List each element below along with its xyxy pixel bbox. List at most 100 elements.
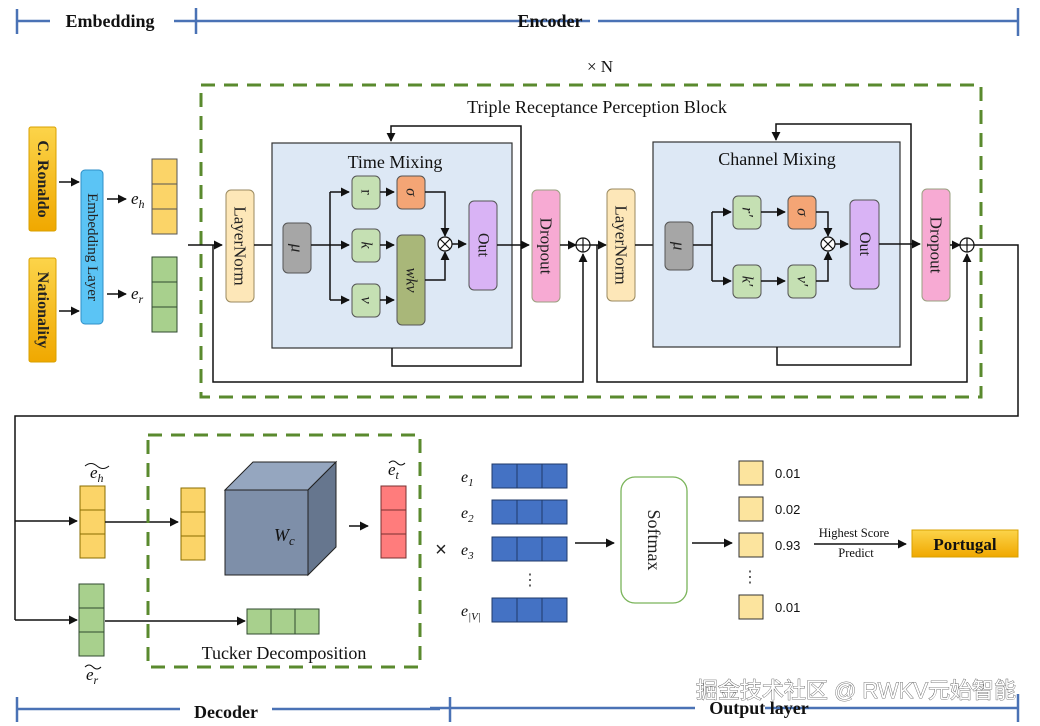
tilde-eh: [84, 463, 110, 469]
embedding-section-rule: Embedding: [15, 8, 590, 34]
entity-vdots: ⋮: [522, 572, 538, 589]
decoder-section-rule: Decoder: [15, 697, 452, 722]
watermark-text: 掘金技术社区 @ RWKV元始智能: [696, 678, 1016, 703]
channel-out-box: Out: [849, 199, 880, 290]
time-mixing-title: Time Mixing: [348, 152, 443, 172]
score-value: 0.93: [775, 538, 800, 553]
vector-cell: [491, 536, 518, 562]
core-tensor-cube: Wc: [223, 460, 338, 577]
score-cell: [738, 460, 764, 486]
vector-cell: [78, 583, 105, 609]
time-r-box: r: [351, 175, 381, 210]
channel-r-label: r′: [739, 207, 756, 217]
decoder-er-label: er: [86, 665, 99, 687]
core-tensor-label: Wc: [274, 525, 295, 548]
dropout-1-label: Dropout: [537, 218, 556, 275]
vector-cell: [491, 597, 518, 623]
time-wkv-label: wkv: [403, 268, 420, 294]
tucker-eh-vector: [180, 487, 206, 561]
entity-label: e1: [461, 469, 474, 489]
repeat-n-label: × N: [587, 57, 613, 76]
relation-embedding-label: er: [131, 284, 144, 306]
output-section-rule: Output layer: [430, 694, 1020, 722]
relation-box: Nationality: [28, 257, 57, 363]
encoder-section-label: Encoder: [518, 11, 583, 31]
dropout-2-label: Dropout: [927, 217, 946, 274]
vector-cell: [151, 183, 178, 210]
layernorm-2-label: LayerNorm: [612, 205, 631, 284]
embedding-layer-box: Embedding Layer: [80, 169, 104, 325]
vector-cell: [294, 608, 320, 635]
layernorm-1-box: LayerNorm: [225, 189, 255, 303]
head-entity-label: C. Ronaldo: [34, 140, 51, 217]
time-r-label: r: [358, 189, 375, 195]
channel-sigma-label: σ: [794, 208, 811, 217]
vector-cell: [516, 536, 543, 562]
time-multiply-node: [437, 236, 453, 252]
vector-cell: [180, 487, 206, 513]
decoder-et-label: et: [388, 460, 400, 482]
decoder-eh-label: eh: [90, 463, 104, 485]
entity-row: e3: [461, 536, 568, 562]
head-embedding-label: eh: [131, 189, 145, 211]
vector-cell: [78, 631, 105, 657]
vector-cell: [541, 499, 568, 525]
prediction-label: Portugal: [933, 535, 997, 554]
score-row: 0.01: [738, 460, 800, 486]
score-cell: [738, 532, 764, 558]
vector-cell: [151, 306, 178, 333]
predict-label: Predict: [838, 546, 874, 560]
entity-label: e2: [461, 505, 474, 525]
vector-cell: [79, 509, 106, 535]
relation-label: Nationality: [34, 272, 51, 348]
vector-cell: [180, 511, 206, 537]
vector-cell: [380, 485, 407, 511]
time-out-label: Out: [475, 233, 492, 258]
decoder-eh-vector: [79, 485, 106, 559]
dropout-2-box: Dropout: [921, 188, 951, 302]
entity-label: e3: [461, 542, 474, 562]
layernorm-2-box: LayerNorm: [606, 188, 636, 302]
vector-cell: [491, 463, 518, 489]
score-vdots: ⋮: [742, 569, 758, 586]
tucker-title: Tucker Decomposition: [202, 643, 367, 663]
vector-cell: [151, 281, 178, 308]
softmax-box: Softmax: [620, 476, 688, 604]
score-cell: [738, 594, 764, 620]
channel-k-label: k′: [739, 276, 756, 287]
time-v-label: v: [358, 296, 375, 304]
vector-cell: [380, 533, 407, 559]
score-value: 0.01: [775, 600, 800, 615]
vector-cell: [151, 256, 178, 283]
residual-add-2-node: [959, 237, 975, 253]
vector-cell: [516, 597, 543, 623]
vector-cell: [541, 536, 568, 562]
vector-cell: [78, 607, 105, 633]
multiply-sign: ×: [435, 539, 447, 561]
score-value: 0.02: [775, 502, 800, 517]
encoder-to-decoder-connector: [14, 244, 1019, 620]
tilde-er: [84, 664, 102, 670]
channel-mu-label: μ: [670, 241, 689, 251]
vector-cell: [180, 535, 206, 561]
softmax-label: Softmax: [644, 510, 664, 571]
score-value: 0.01: [775, 466, 800, 481]
channel-out-label: Out: [856, 232, 873, 257]
time-sigma-label: σ: [403, 188, 420, 197]
vector-cell: [516, 463, 543, 489]
time-out-box: Out: [468, 200, 498, 291]
vector-cell: [541, 597, 568, 623]
vector-cell: [516, 499, 543, 525]
entity-row: e1: [461, 463, 568, 489]
embedding-section-label: Embedding: [65, 11, 154, 31]
score-cell: [738, 496, 764, 522]
tail-prediction-vector: [380, 485, 407, 559]
channel-r-box: r′: [732, 195, 762, 230]
highest-score-label: Highest Score: [819, 526, 890, 540]
entity-row: e2: [461, 499, 568, 525]
relation-embedding-vector: [151, 256, 178, 333]
head-entity-box: C. Ronaldo: [28, 126, 57, 232]
time-k-box: k: [351, 228, 381, 263]
encoder-section-rule: Encoder: [518, 8, 1020, 36]
